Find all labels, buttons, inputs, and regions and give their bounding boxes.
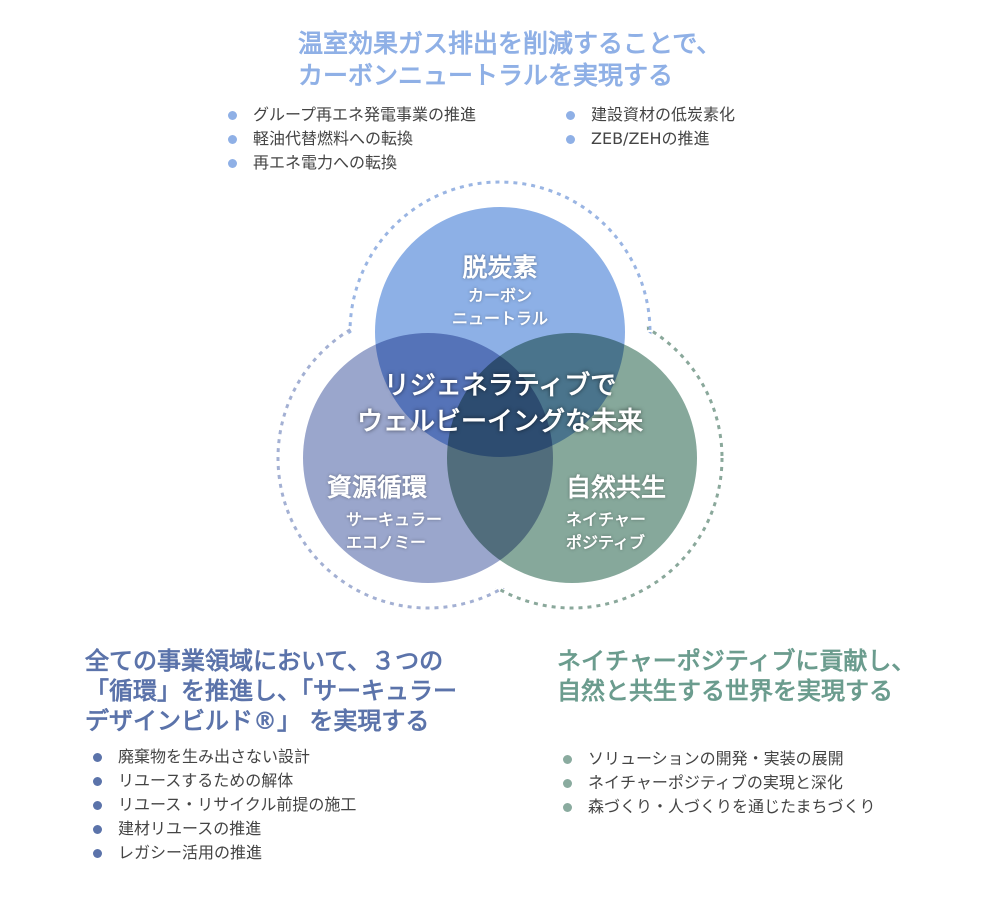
- list-item-text: ZEB/ZEHの推進: [591, 129, 710, 148]
- heading-line: 自然と共生する世界を実現する: [557, 677, 893, 705]
- bullet-icon: [228, 111, 237, 120]
- list-item: ネイチャーポジティブの実現と深化: [563, 771, 876, 795]
- list-item: 森づくり・人づくりを通じたまちづくり: [563, 795, 876, 819]
- venn-left-title: 資源循環: [327, 473, 428, 502]
- bottom-right-heading: ネイチャーポジティブに貢献し、 自然と共生する世界を実現する: [557, 646, 915, 706]
- list-item: ZEB/ZEHの推進: [566, 127, 735, 151]
- circle-nature-coexistence: [447, 333, 697, 583]
- venn-center-line: ウェルビーイングな未来: [356, 407, 644, 437]
- venn-top-sub-line: ニュートラル: [451, 309, 549, 328]
- bullet-icon: [228, 159, 237, 168]
- venn-center-text: リジェネラティブで ウェルビーイングな未来: [357, 368, 643, 440]
- venn-top-sub: カーボン ニュートラル: [452, 284, 548, 330]
- bottom-right-bullets: ソリューションの開発・実装の展開 ネイチャーポジティブの実現と深化 森づくり・人…: [563, 747, 876, 819]
- heading-line: 全ての事業領域において、３つの: [85, 647, 444, 675]
- list-item: グループ再エネ発電事業の推進: [228, 103, 476, 127]
- bullet-icon: [563, 779, 572, 788]
- bullet-icon: [566, 111, 575, 120]
- list-item-text: リユース・リサイクル前提の施工: [118, 795, 357, 814]
- venn-right-sub-line: ネイチャー: [566, 510, 646, 529]
- list-item-text: グループ再エネ発電事業の推進: [253, 105, 477, 124]
- venn-right-sub-line: ポジティブ: [566, 533, 646, 552]
- bullet-icon: [566, 135, 575, 144]
- list-item: 軽油代替燃料への転換: [228, 127, 476, 151]
- list-item: レガシー活用の推進: [93, 841, 356, 865]
- venn-left-sub: サーキュラー エコノミー: [346, 508, 442, 554]
- bottom-left-bullets: 廃棄物を生み出さない設計 リユースするための解体 リユース・リサイクル前提の施工…: [93, 745, 356, 865]
- list-item-text: 廃棄物を生み出さない設計: [118, 747, 311, 766]
- list-item-text: 建材リユースの推進: [118, 819, 262, 838]
- venn-top-title: 脱炭素: [462, 253, 538, 282]
- list-item: 再エネ電力への転換: [228, 151, 476, 175]
- top-heading-line: 温室効果ガス排出を削減することで、: [298, 29, 722, 58]
- venn-left-sub-line: サーキュラー: [346, 510, 443, 529]
- list-item: 建設資材の低炭素化: [566, 103, 735, 127]
- bottom-left-heading: 全ての事業領域において、３つの 「循環」を推進し、「サーキュラー デザインビルド…: [85, 646, 457, 736]
- list-item-text: 再エネ電力への転換: [253, 153, 398, 172]
- list-item-text: 軽油代替燃料への転換: [253, 129, 414, 148]
- list-item: 廃棄物を生み出さない設計: [93, 745, 356, 769]
- list-item-text: ネイチャーポジティブの実現と深化: [588, 773, 843, 792]
- list-item-text: ソリューションの開発・実装の展開: [588, 749, 844, 768]
- top-bullets-col2: 建設資材の低炭素化 ZEB/ZEHの推進: [566, 103, 735, 151]
- top-heading-line: カーボンニュートラルを実現する: [298, 61, 674, 90]
- list-item: 建材リユースの推進: [93, 817, 356, 841]
- bullet-icon: [563, 803, 572, 812]
- list-item-text: リユースするための解体: [118, 771, 294, 790]
- heading-line: デザインビルド®」 を実現する: [85, 707, 430, 735]
- list-item: ソリューションの開発・実装の展開: [563, 747, 876, 771]
- venn-right-title: 自然共生: [566, 473, 667, 502]
- heading-line: 「循環」を推進し、「サーキュラー: [85, 677, 457, 705]
- bullet-icon: [93, 753, 102, 762]
- list-item-text: 建設資材の低炭素化: [591, 105, 736, 124]
- bullet-icon: [228, 135, 237, 144]
- list-item: リユース・リサイクル前提の施工: [93, 793, 356, 817]
- venn-right-sub: ネイチャー ポジティブ: [566, 508, 646, 554]
- list-item-text: レガシー活用の推進: [118, 843, 263, 862]
- bullet-icon: [563, 755, 572, 764]
- venn-top-sub-line: カーボン: [467, 286, 533, 305]
- top-bullets-col1: グループ再エネ発電事業の推進 軽油代替燃料への転換 再エネ電力への転換: [228, 103, 476, 175]
- bullet-icon: [93, 801, 102, 810]
- bullet-icon: [93, 777, 102, 786]
- bullet-icon: [93, 825, 102, 834]
- bullet-icon: [93, 849, 102, 858]
- list-item: リユースするための解体: [93, 769, 356, 793]
- top-heading: 温室効果ガス排出を削減することで、 カーボンニュートラルを実現する: [298, 28, 721, 92]
- venn-center-line: リジェネラティブで: [383, 371, 617, 401]
- heading-line: ネイチャーポジティブに貢献し、: [557, 647, 916, 675]
- list-item-text: 森づくり・人づくりを通じたまちづくり: [588, 797, 876, 816]
- venn-left-sub-line: エコノミー: [346, 533, 427, 552]
